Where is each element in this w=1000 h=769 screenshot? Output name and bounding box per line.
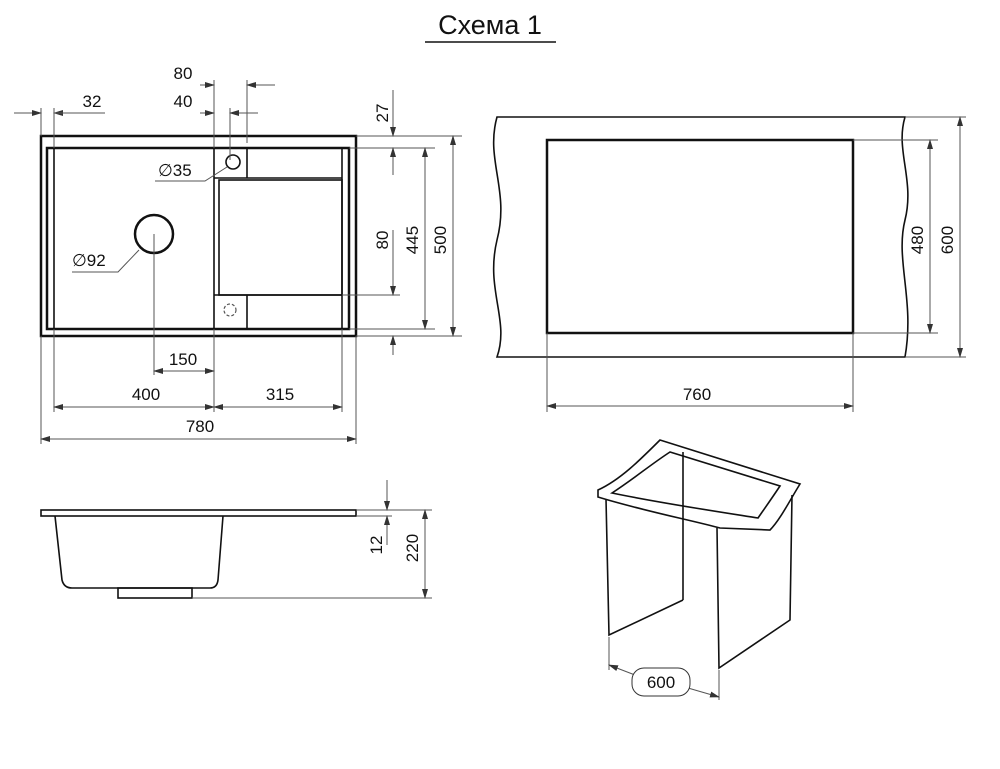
overflow-hole — [223, 303, 237, 317]
top-view: 32 80 40 27 80 445 500 150 400 315 780 ∅… — [14, 64, 462, 444]
dim-315: 315 — [266, 385, 294, 404]
faucet-hole — [225, 154, 241, 170]
dim-780: 780 — [186, 417, 214, 436]
dim-400: 400 — [132, 385, 160, 404]
dim-27: 27 — [373, 104, 392, 123]
dim-600-cabinet: 600 — [647, 673, 675, 692]
title: Схема 1 — [425, 10, 556, 43]
dim-220: 220 — [403, 534, 422, 562]
dim-80-side: 80 — [373, 231, 392, 250]
dim-760: 760 — [683, 385, 711, 404]
cabinet-view: 600 — [597, 439, 802, 700]
faucet-hole-label: ∅35 — [158, 161, 192, 180]
dim-600-cutout: 600 — [938, 226, 957, 254]
side-view: 12 220 — [40, 480, 432, 599]
dim-12: 12 — [367, 536, 386, 555]
dim-150: 150 — [169, 350, 197, 369]
dim-80-top: 80 — [174, 64, 193, 83]
dim-32: 32 — [83, 92, 102, 111]
cutout-view: 760 480 600 — [492, 116, 966, 412]
drain-hole-label: ∅92 — [72, 251, 106, 270]
svg-text:Схема 1: Схема 1 — [438, 10, 542, 40]
dim-480: 480 — [908, 226, 927, 254]
dim-445: 445 — [403, 226, 422, 254]
dim-40: 40 — [174, 92, 193, 111]
dim-500: 500 — [431, 226, 450, 254]
